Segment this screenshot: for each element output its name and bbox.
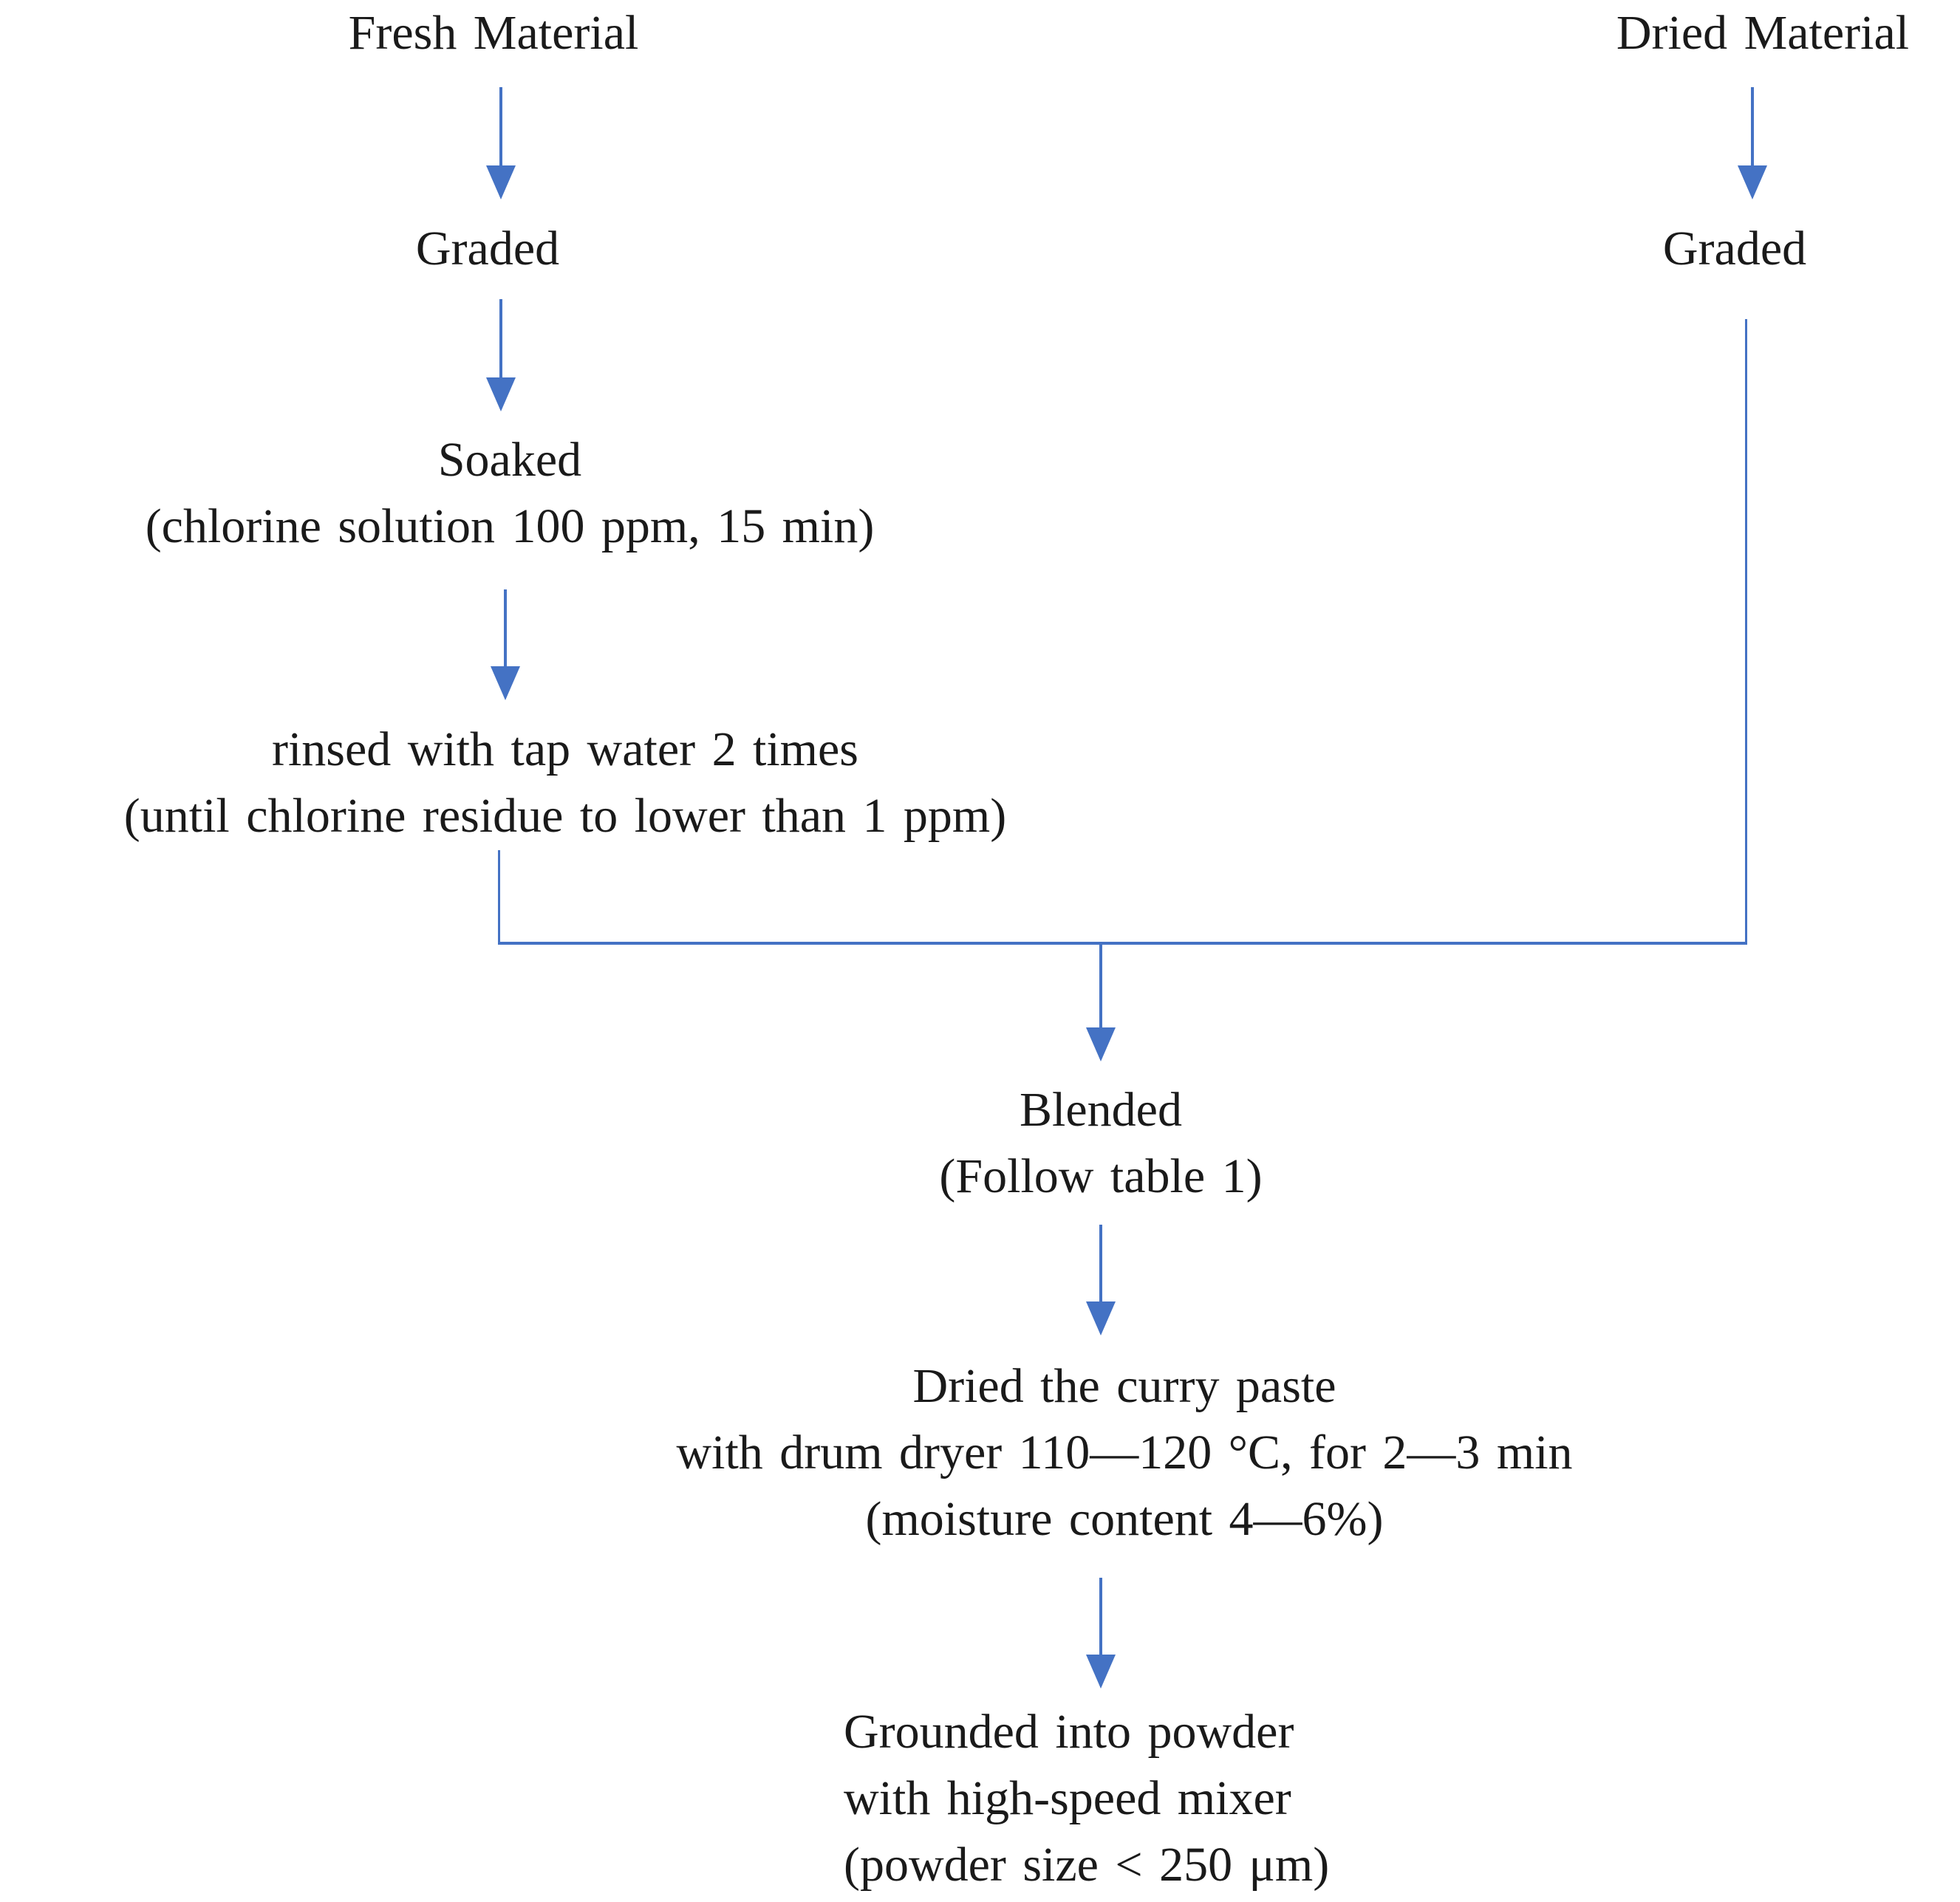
step-line: (powder size < 250 μm) bbox=[844, 1838, 1330, 1892]
step-line: Grounded into powder bbox=[844, 1705, 1294, 1759]
step-detail: (chlorine solution 100 ppm, 15 min) bbox=[145, 499, 875, 553]
arrow-stem bbox=[499, 299, 502, 377]
arrow-head bbox=[1086, 1027, 1116, 1061]
node-fresh-material: Fresh Material bbox=[348, 6, 639, 60]
step-line: with high-speed mixer bbox=[844, 1771, 1291, 1825]
connector-merge-horizontal bbox=[498, 942, 1747, 945]
step-label: Blended bbox=[1020, 1083, 1182, 1137]
flow-arrow-icon bbox=[486, 87, 516, 199]
node-grounded-powder: Grounded into powder with high-speed mix… bbox=[844, 1699, 1329, 1898]
node-rinsed: rinsed with tap water 2 times (until chl… bbox=[124, 716, 1006, 849]
step-detail: (until chlorine residue to lower than 1 … bbox=[123, 789, 1007, 843]
node-blended: Blended (Follow table 1) bbox=[939, 1077, 1262, 1210]
arrow-head bbox=[1738, 165, 1767, 199]
node-graded-dried: Graded bbox=[1662, 222, 1807, 276]
flow-arrow-icon bbox=[1738, 87, 1767, 199]
flow-arrow-icon bbox=[486, 299, 516, 411]
arrow-stem bbox=[504, 589, 507, 666]
step-label: Soaked bbox=[437, 433, 582, 487]
node-drum-dried: Dried the curry paste with drum dryer 11… bbox=[676, 1353, 1572, 1553]
arrow-head bbox=[1086, 1655, 1116, 1689]
node-soaked: Soaked (chlorine solution 100 ppm, 15 mi… bbox=[146, 427, 875, 560]
connector-left-vertical bbox=[498, 850, 500, 945]
arrow-stem bbox=[1099, 945, 1102, 1027]
arrow-stem bbox=[1751, 87, 1754, 165]
flow-arrow-icon bbox=[1086, 1578, 1116, 1689]
arrow-head bbox=[486, 165, 516, 199]
flow-arrow-icon bbox=[491, 589, 520, 700]
node-dried-material: Dried Material bbox=[1616, 6, 1910, 60]
step-label: rinsed with tap water 2 times bbox=[271, 722, 859, 776]
flow-arrow-icon bbox=[1086, 945, 1116, 1061]
arrow-head bbox=[491, 666, 520, 700]
node-graded-fresh: Graded bbox=[415, 222, 560, 276]
step-detail: (Follow table 1) bbox=[939, 1149, 1263, 1203]
step-line: with drum dryer 110—120 °C, for 2—3 min bbox=[676, 1426, 1573, 1479]
step-line: Dried the curry paste bbox=[912, 1359, 1336, 1413]
arrow-head bbox=[1086, 1301, 1116, 1335]
arrow-stem bbox=[1099, 1578, 1102, 1655]
step-line: (moisture content 4—6%) bbox=[865, 1492, 1384, 1546]
arrow-stem bbox=[1099, 1225, 1102, 1301]
connector-right-vertical bbox=[1745, 319, 1747, 945]
arrow-stem bbox=[499, 87, 502, 165]
flow-arrow-icon bbox=[1086, 1225, 1116, 1335]
arrow-head bbox=[486, 377, 516, 411]
